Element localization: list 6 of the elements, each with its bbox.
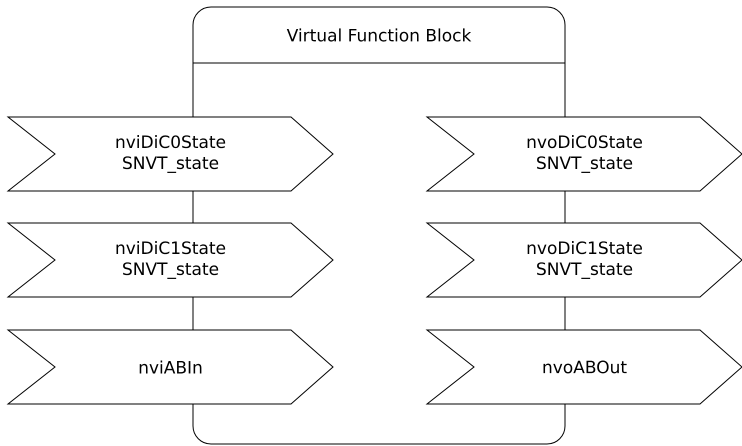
chevron-box: nviABIn [6, 329, 334, 404]
chevron-box: nviDiC1State SNVT_state [6, 222, 334, 298]
chevron-box: nvoABOut [426, 329, 742, 404]
chevron-box: nviDiC0State SNVT_state [6, 116, 334, 192]
chevron-box: nvoDiC0State SNVT_state [426, 116, 742, 192]
chevron-box: nvoDiC1State SNVT_state [426, 222, 742, 298]
